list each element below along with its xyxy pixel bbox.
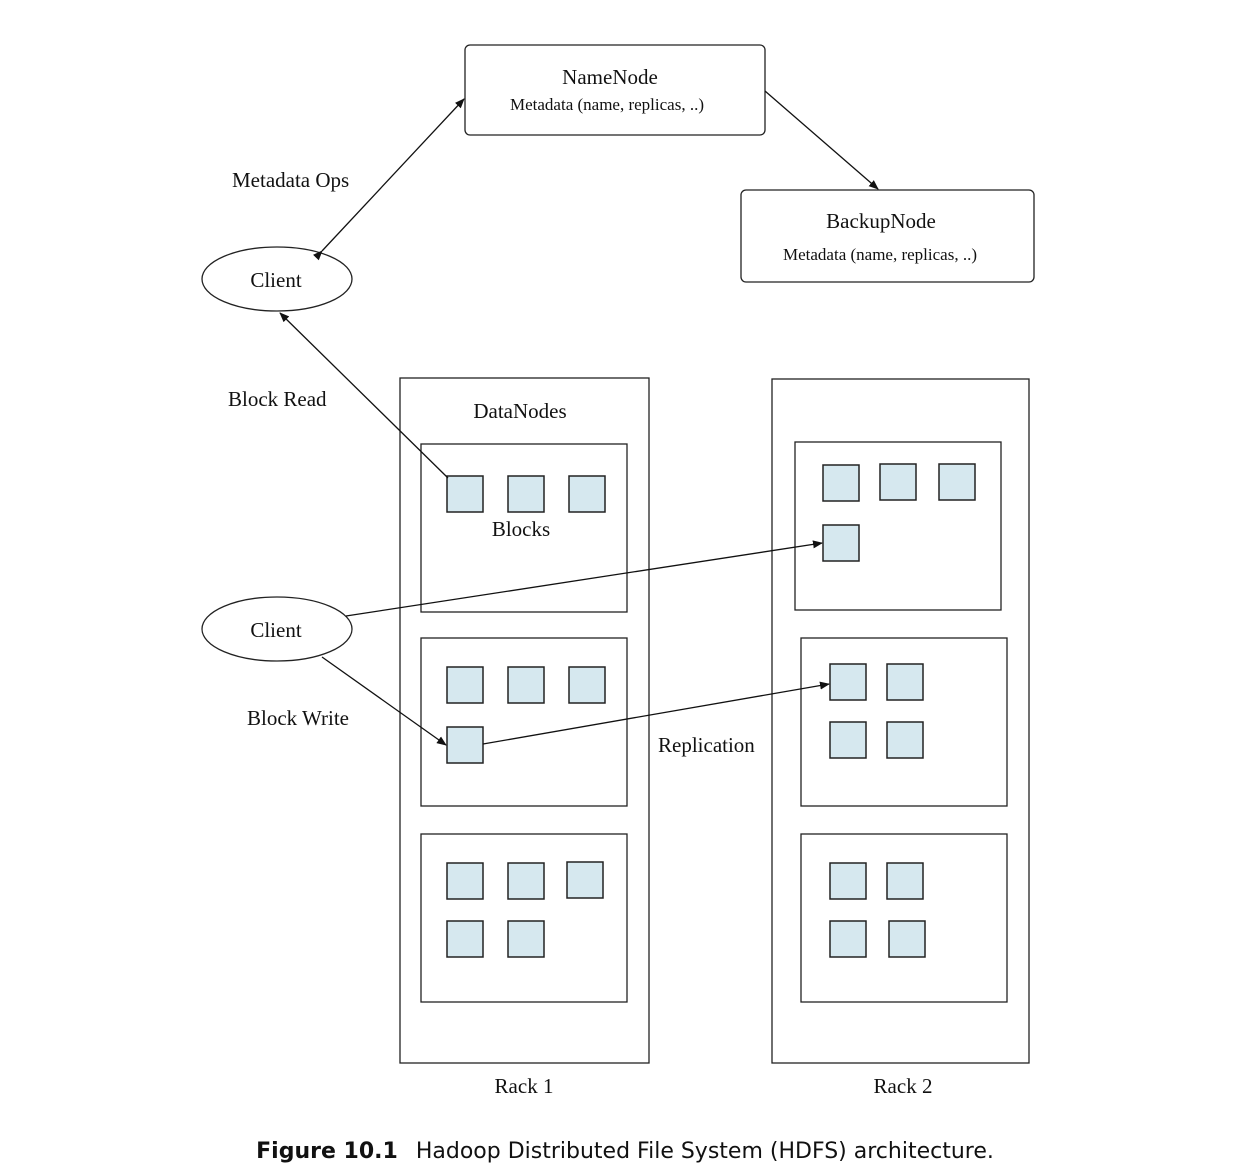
rack1-label: Rack 1: [495, 1074, 554, 1098]
backupnode: BackupNode Metadata (name, replicas, ..): [740, 189, 1035, 283]
block: [829, 721, 867, 759]
rack2-datanode-2: [800, 637, 1008, 807]
block-read-label: Block Read: [228, 387, 327, 411]
block: [566, 861, 604, 899]
figure-caption-text: Hadoop Distributed File System (HDFS) ar…: [415, 1139, 994, 1164]
rack1-datanode-1: Blocks: [420, 443, 628, 613]
block: [568, 666, 606, 704]
block-write-label: Block Write: [247, 706, 349, 730]
rack2-label: Rack 2: [874, 1074, 933, 1098]
backupnode-box: [740, 189, 1035, 283]
datanode-box: [420, 833, 628, 1003]
figure-caption: Figure 10.1 Hadoop Distributed File Syste…: [0, 1139, 1250, 1164]
datanode-box: [420, 637, 628, 807]
namenode: NameNode Metadata (name, replicas, ..): [464, 44, 766, 136]
block: [886, 663, 924, 701]
metadata-ops-arrow: [312, 98, 465, 261]
block: [446, 475, 484, 513]
block-write-arrow: [321, 656, 447, 746]
replication-label: Replication: [658, 733, 755, 757]
rack2-datanode-1: [794, 441, 1002, 611]
block: [446, 862, 484, 900]
block: [507, 666, 545, 704]
client-bottom: Client: [201, 596, 353, 662]
block: [822, 524, 860, 562]
block: [829, 663, 867, 701]
block: [822, 464, 860, 502]
block: [938, 463, 976, 501]
client-bottom-label: Client: [250, 618, 301, 642]
block: [446, 920, 484, 958]
datanode-box: [800, 833, 1008, 1003]
write-to-rack2-arrow: [345, 540, 823, 617]
backupnode-title: BackupNode: [826, 209, 936, 233]
figure-number: Figure 10.1: [256, 1139, 398, 1164]
block: [446, 726, 484, 764]
block: [886, 721, 924, 759]
blocks-label: Blocks: [492, 517, 550, 541]
rack2-datanode-3: [800, 833, 1008, 1003]
block: [507, 862, 545, 900]
datanodes-label: DataNodes: [473, 399, 566, 423]
datanode-box: [420, 443, 628, 613]
namenode-box: [464, 44, 766, 136]
block: [829, 920, 867, 958]
block: [507, 475, 545, 513]
replication-arrow: [482, 681, 830, 745]
rack1-datanode-2: [420, 637, 628, 807]
block: [507, 920, 545, 958]
rack1-datanode-3: [420, 833, 628, 1003]
namenode-to-backup-arrow: [764, 90, 879, 190]
block: [879, 463, 917, 501]
block: [888, 920, 926, 958]
backupnode-subtitle: Metadata (name, replicas, ..): [783, 245, 977, 264]
client-top-ellipse: [201, 246, 353, 312]
block: [886, 862, 924, 900]
metadata-ops-label: Metadata Ops: [232, 168, 349, 192]
namenode-subtitle: Metadata (name, replicas, ..): [510, 95, 704, 114]
namenode-title: NameNode: [562, 65, 658, 89]
client-bottom-ellipse: [201, 596, 353, 662]
client-top-label: Client: [250, 268, 301, 292]
block: [446, 666, 484, 704]
block-read-arrow: [279, 312, 449, 479]
client-top: Client: [201, 246, 353, 312]
block: [829, 862, 867, 900]
block: [568, 475, 606, 513]
